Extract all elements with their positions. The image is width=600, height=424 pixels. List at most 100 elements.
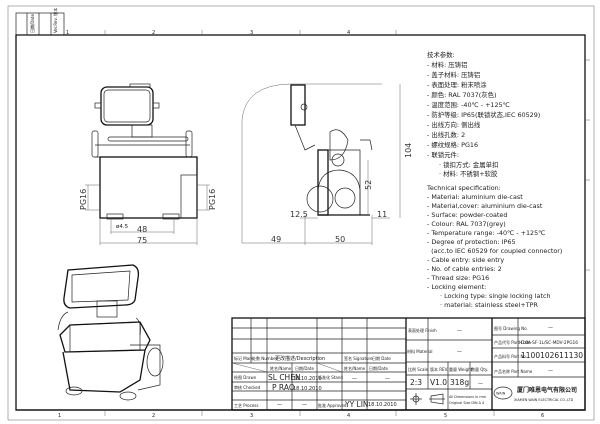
svg-text:18.10.2010: 18.10.2010 (293, 376, 322, 382)
svg-text:更改描述/Description: 更改描述/Description (275, 355, 325, 362)
svg-text:产品代号 Part Code: 产品代号 Part Code (494, 339, 531, 345)
approved-name: YY LIN (344, 400, 369, 409)
svg-text:- 联锁元件:: - 联锁元件: (427, 150, 459, 159)
svg-text:· material: stainless steel+TP: · material: stainless steel+TPR (440, 301, 538, 309)
dim-49: 49 (271, 235, 281, 244)
svg-text:—: — (457, 328, 462, 334)
outer-frame (7, 5, 595, 421)
svg-text:审核 Checked: 审核 Checked (234, 384, 261, 390)
svg-text:3: 3 (250, 30, 253, 36)
svg-text:4: 4 (347, 30, 350, 36)
svg-text:—: — (457, 349, 462, 355)
company-logo: WAIN (493, 386, 513, 400)
svg-text:姓名/Name: 姓名/Name (270, 365, 292, 371)
spec-english: Technical specification: - Material: alu… (426, 184, 562, 309)
spec-en-title: Technical specification: (426, 184, 501, 192)
svg-text:- 材料: 压铸铝: - 材料: 压铸铝 (427, 60, 467, 69)
svg-text:标准化 Stand: 标准化 Stand (318, 374, 343, 380)
svg-text:Original Size DIN A 4: Original Size DIN A 4 (449, 401, 484, 405)
drawn-name: SL CHEN (268, 373, 301, 382)
spec-cn-title: 技术参数: (427, 50, 455, 59)
svg-text:—: — (277, 402, 282, 408)
rev-header: Ver.Rev. 版本 (52, 8, 58, 33)
title-block: 标记 Mark 处数 Number 更改描述/Description 签名 Si… (231, 317, 586, 411)
svg-text:- Cable entry: side entry: - Cable entry: side entry (427, 256, 504, 264)
svg-text:绘图 Drawn: 绘图 Drawn (234, 374, 257, 380)
svg-text:6: 6 (541, 413, 544, 419)
part-code: H10A-SF-1L/SC-MDV-2PG16 (519, 340, 578, 346)
side-view: 49 50 12.5 11 52 104 (241, 83, 413, 245)
svg-text:- Degree of protection: IP65: - Degree of protection: IP65 (427, 238, 516, 246)
dim-104: 104 (404, 143, 413, 158)
dim-pg-right: PG16 (208, 189, 217, 210)
dim-12-5: 12.5 (290, 210, 308, 219)
top-zone-strip: 1 2 3 4 (66, 30, 397, 36)
svg-text:- Locking element:: - Locking element: (427, 283, 486, 291)
svg-text:- Thread size: PG16: - Thread size: PG16 (427, 274, 489, 282)
dim-75: 75 (137, 236, 147, 245)
svg-text:材料 Material: 材料 Material (407, 348, 433, 354)
revision-strip: 日期/Date Ver.Rev. 版本 (15, 8, 65, 36)
svg-text:· 材料: 不锈钢+软胶: · 材料: 不锈钢+软胶 (439, 169, 498, 178)
svg-text:(acc.to IEC 60529 for coupled: (acc.to IEC 60529 for coupled connector) (427, 247, 562, 255)
svg-text:- 防护等级: IP65(联锁状态,IEC 60529): - 防护等级: IP65(联锁状态,IEC 60529) (427, 110, 540, 119)
svg-text:数量 Qty.: 数量 Qty. (471, 366, 488, 372)
svg-text:18.10.2010: 18.10.2010 (368, 402, 397, 408)
dim-hole: ø4.5 (116, 224, 129, 230)
bottom-zone-strip: 1 2 3 4 5 6 (16, 409, 585, 419)
svg-text:工艺 Process: 工艺 Process (234, 403, 258, 408)
checked-name: P RAO (272, 383, 295, 392)
svg-text:—: — (548, 325, 553, 331)
dim-48: 48 (137, 225, 147, 234)
svg-text:18.10.2010: 18.10.2010 (293, 386, 322, 392)
part-number: 1100102611130 (521, 351, 583, 360)
rev-value: V1.0 (430, 378, 447, 387)
svg-text:—: — (352, 376, 357, 382)
projection-symbol-icon (410, 393, 445, 405)
svg-text:- 颜色: RAL 7037(灰色): - 颜色: RAL 7037(灰色) (427, 90, 496, 99)
scale-value: 2:3 (410, 378, 422, 387)
svg-text:—: — (478, 381, 483, 387)
svg-text:- 出线孔数: 2: - 出线孔数: 2 (427, 130, 465, 139)
svg-text:- 温度范围: -40℃ - +125℃: - 温度范围: -40℃ - +125℃ (427, 100, 510, 109)
svg-text:- No. of cable entries: 2: - No. of cable entries: 2 (427, 265, 502, 273)
svg-text:- Surface: powder-coated: - Surface: powder-coated (427, 211, 507, 219)
svg-text:—: — (548, 368, 553, 374)
company-name-en: XIAMEN WAIN ELECTRICAL CO.,LTD (514, 398, 574, 402)
svg-text:- Colour: RAL 7037(grey): - Colour: RAL 7037(grey) (427, 220, 506, 228)
svg-text:- 螺纹规格: PG16: - 螺纹规格: PG16 (427, 140, 478, 149)
svg-text:重量 Weight: 重量 Weight (449, 366, 473, 372)
svg-text:产品料号 Part No.: 产品料号 Part No. (494, 353, 527, 359)
svg-text:日期 Date: 日期 Date (372, 355, 391, 361)
svg-text:- Material: aluminium die-cast: - Material: aluminium die-cast (427, 193, 523, 201)
svg-text:—: — (385, 376, 390, 382)
svg-text:1: 1 (58, 413, 61, 419)
svg-text:日期/Date: 日期/Date (369, 365, 388, 371)
weight-value: 318g (450, 378, 469, 387)
date-header: 日期/Date (29, 14, 35, 33)
svg-text:3: 3 (250, 413, 253, 419)
svg-text:· 锁扣方式: 金属单扣: · 锁扣方式: 金属单扣 (439, 160, 498, 169)
svg-text:姓名/Name: 姓名/Name (344, 365, 366, 371)
svg-text:—: — (302, 402, 307, 408)
company-name-cn: 厦门唯恩电气有限公司 (517, 386, 577, 394)
dim-11: 11 (377, 210, 387, 219)
svg-text:比例 Scale: 比例 Scale (408, 366, 429, 372)
svg-text:· Locking type: single locking: · Locking type: single locking latch (440, 292, 551, 300)
svg-text:产品名称 Part Name: 产品名称 Part Name (494, 368, 533, 374)
svg-text:表面处理 Finish: 表面处理 Finish (408, 327, 437, 333)
dim-52: 52 (364, 180, 373, 190)
svg-text:签名 Signature: 签名 Signature (344, 355, 373, 361)
front-view: 48 75 ø4.5 PG16 PG16 (79, 83, 217, 245)
svg-text:All Dimensions in mm: All Dimensions in mm (449, 395, 487, 399)
isometric-view (57, 264, 164, 401)
svg-text:- 盖子材料: 压铸铝: - 盖子材料: 压铸铝 (427, 70, 480, 79)
svg-text:图号 Drawing No.: 图号 Drawing No. (494, 325, 528, 331)
svg-text:- Material,cover: aluminium di: - Material,cover: aluminium die-cast (427, 202, 543, 210)
svg-text:标记 Mark: 标记 Mark (234, 355, 254, 361)
svg-text:- 出线方向: 侧出线: - 出线方向: 侧出线 (427, 120, 481, 129)
svg-text:批准 Approved: 批准 Approved (318, 402, 347, 408)
svg-text:版本 REV.: 版本 REV. (430, 366, 448, 372)
spec-chinese: 技术参数: - 材料: 压铸铝 - 盖子材料: 压铸铝 - 表面处理: 粉末喷涂… (427, 50, 540, 178)
